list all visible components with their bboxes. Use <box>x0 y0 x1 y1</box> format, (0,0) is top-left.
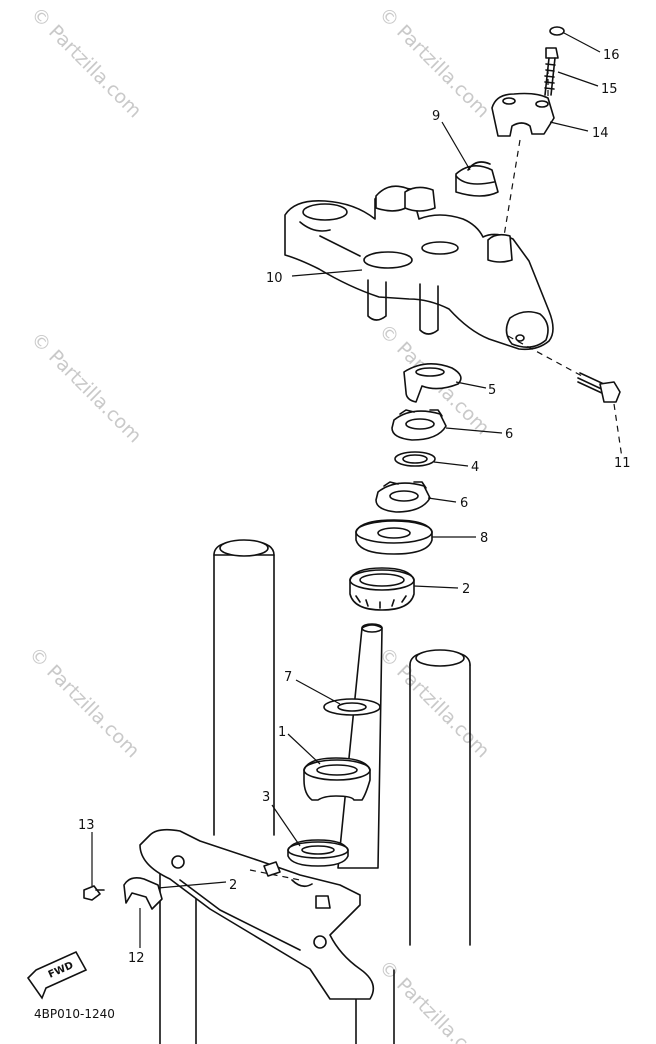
part-6-ring-nut-upper <box>391 409 447 441</box>
fork-tube-left <box>159 539 275 1044</box>
callout-14: 14 <box>592 126 609 141</box>
part-6-ring-nut-lower <box>375 481 431 513</box>
callout-2-lower: 2 <box>229 878 237 893</box>
part-9-nut <box>455 161 499 197</box>
watermark: © Partzilla.com <box>374 956 493 1044</box>
callout-labels: 16 15 14 9 10 5 6 4 11 6 8 2 7 1 3 13 2 … <box>78 48 631 966</box>
watermark: © Partzilla.com <box>26 3 145 122</box>
watermark: © Partzilla.com <box>26 328 145 447</box>
callout-9: 9 <box>432 109 440 124</box>
part-12-clamp <box>123 877 163 910</box>
callout-13: 13 <box>78 818 95 833</box>
callout-6-lower: 6 <box>460 496 468 511</box>
leader-lines <box>91 32 623 948</box>
callout-7: 7 <box>284 670 292 685</box>
callout-4: 4 <box>471 460 479 475</box>
watermark: © Partzilla.com <box>374 3 493 122</box>
part-13-screw <box>83 885 105 901</box>
callout-10: 10 <box>266 271 283 286</box>
callout-5: 5 <box>488 383 496 398</box>
part-11-bolt <box>577 372 621 403</box>
part-15-bolt <box>544 47 559 96</box>
lower-bracket <box>139 828 375 1000</box>
part-2-bearing-upper <box>349 567 415 611</box>
drawing-code: 4BP010-1240 <box>34 1007 115 1021</box>
part-10-upper-bracket <box>284 185 554 351</box>
part-7-washer <box>323 698 381 716</box>
part-1-bearing <box>303 757 371 801</box>
watermark: © Partzilla.com <box>24 643 143 762</box>
part-3-seal <box>287 839 349 867</box>
callout-6-upper: 6 <box>505 427 513 442</box>
callout-11: 11 <box>614 456 631 471</box>
line-art <box>83 26 621 1044</box>
callout-15: 15 <box>601 82 618 97</box>
callout-1: 1 <box>278 725 286 740</box>
callout-8: 8 <box>480 531 488 546</box>
fwd-arrow: FWD <box>26 950 88 1000</box>
steering-stem <box>337 623 383 869</box>
part-5-washer <box>403 363 462 403</box>
callout-16: 16 <box>603 48 620 63</box>
callout-3: 3 <box>262 790 270 805</box>
part-8-seal <box>355 519 433 555</box>
callout-12: 12 <box>128 951 145 966</box>
callout-2-upper: 2 <box>462 582 470 597</box>
part-14-holder <box>491 92 555 137</box>
part-16-cap <box>549 26 565 36</box>
part-4-washer <box>394 451 436 467</box>
